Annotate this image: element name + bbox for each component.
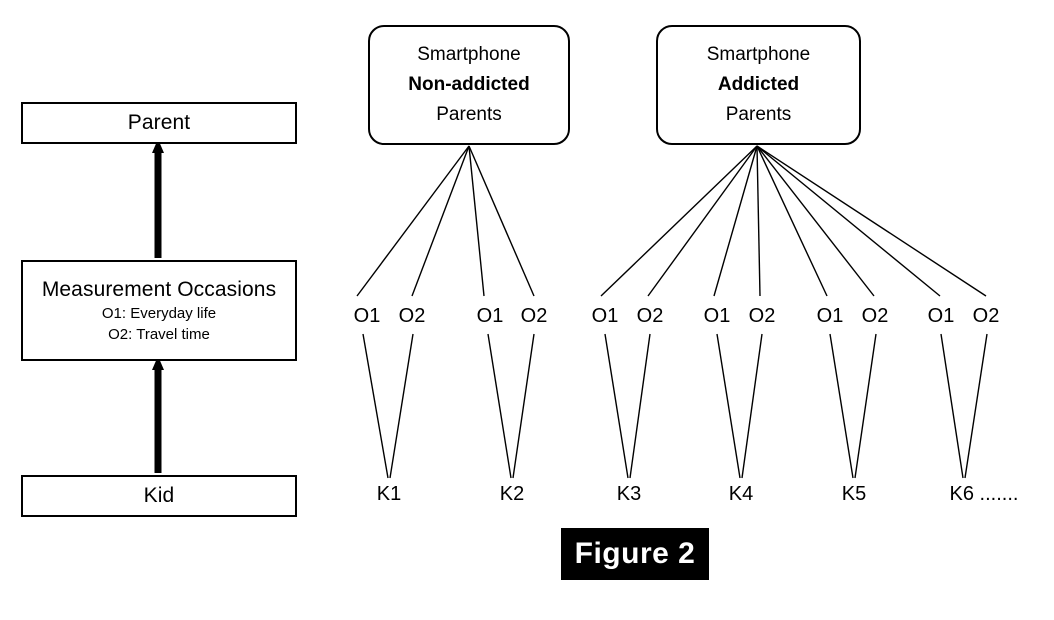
group-box-addicted-parents: Smartphone Addicted Parents <box>656 25 861 145</box>
kid-label-k6: K6 ....... <box>949 483 1019 505</box>
occasion-label-addicted-k5-o1: O1 <box>816 305 844 327</box>
group-addicted-line3: Parents <box>725 104 792 125</box>
level-parent-title: Parent <box>127 111 191 134</box>
level-kid-title: Kid <box>143 484 175 507</box>
figure-caption-banner: Figure 2 <box>561 528 709 580</box>
level-box-parent: Parent <box>21 102 297 144</box>
level-box-kid: Kid <box>21 475 297 517</box>
group-nonaddicted-line2: Non-addicted <box>408 74 530 95</box>
group-addicted-line1: Smartphone <box>706 44 811 65</box>
occasion-label-nonaddicted-k2-o1: O1 <box>476 305 504 327</box>
occasion-label-addicted-k6-o1: O1 <box>927 305 955 327</box>
fan-nonaddicted <box>356 145 535 297</box>
kid-label-k5: K5 <box>841 483 867 505</box>
group-nonaddicted-line3: Parents <box>436 104 502 125</box>
occasion-to-kid-connectors <box>362 333 988 479</box>
occasion-label-nonaddicted-k1-o2: O2 <box>398 305 426 327</box>
occasion-label-addicted-k4-o1: O1 <box>703 305 731 327</box>
kid-label-k3: K3 <box>616 483 642 505</box>
level-occasions-sub-o2: O2: Travel time <box>108 325 210 343</box>
group-addicted-line2: Addicted <box>717 74 800 95</box>
level-occasions-title: Measurement Occasions <box>41 277 277 301</box>
group-box-non-addicted-parents: Smartphone Non-addicted Parents <box>368 25 570 145</box>
fan-addicted <box>600 145 987 297</box>
occasion-label-addicted-k4-o2: O2 <box>748 305 776 327</box>
occasion-label-addicted-k3-o1: O1 <box>591 305 619 327</box>
occasion-label-nonaddicted-k1-o1: O1 <box>353 305 381 327</box>
kid-label-k2: K2 <box>499 483 525 505</box>
occasion-label-addicted-k5-o2: O2 <box>861 305 889 327</box>
level-occasions-sub-o1: O1: Everyday life <box>101 304 217 322</box>
level-box-measurement-occasions: Measurement Occasions O1: Everyday life … <box>21 260 297 361</box>
occasion-label-addicted-k3-o2: O2 <box>636 305 664 327</box>
occasion-label-nonaddicted-k2-o2: O2 <box>520 305 548 327</box>
kid-label-k4: K4 <box>728 483 754 505</box>
occasion-label-addicted-k6-o2: O2 <box>972 305 1000 327</box>
group-nonaddicted-line1: Smartphone <box>417 44 521 65</box>
kid-label-k1: K1 <box>376 483 402 505</box>
